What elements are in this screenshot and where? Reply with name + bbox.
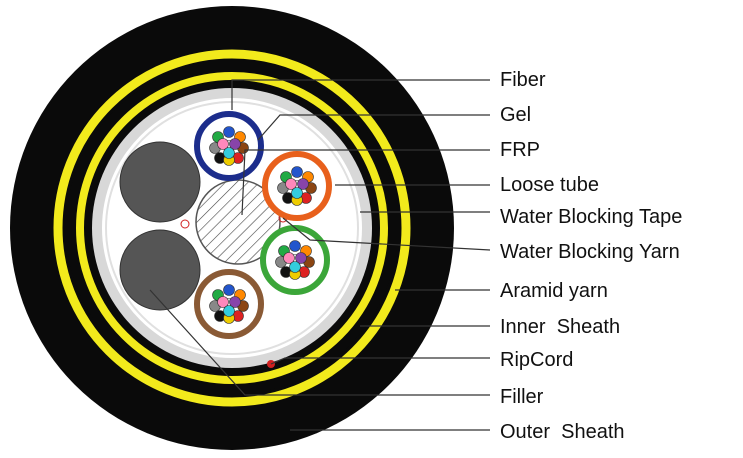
fiber: [297, 178, 309, 190]
leader-gel: [257, 114, 490, 141]
label-inner-sheath: Inner Sheath: [500, 316, 621, 338]
label-ripcord: RipCord: [500, 349, 574, 371]
fiber: [289, 261, 301, 273]
fiber: [223, 284, 235, 296]
fiber: [229, 296, 241, 308]
water-blocking-yarn-1: [180, 219, 190, 229]
fiber: [217, 296, 229, 308]
fiber: [291, 166, 303, 178]
fiber: [229, 138, 241, 150]
leader-ripcord: [270, 357, 490, 365]
label-filler: Filler: [500, 386, 544, 408]
aramid-yarn-ring: [53, 49, 411, 407]
label-fiber: Fiber: [500, 69, 546, 91]
fiber: [223, 147, 235, 159]
leader-yarn: [282, 217, 491, 251]
fiber: [283, 252, 295, 264]
fiber: [295, 252, 307, 264]
fiber: [285, 178, 297, 190]
fiber: [217, 138, 229, 150]
label-water-blocking-yarn: Water Blocking Yarn: [500, 241, 680, 263]
label-aramid-yarn: Aramid yarn: [500, 280, 608, 302]
fiber: [223, 305, 235, 317]
filler-bottom: [119, 229, 201, 311]
label-water-blocking-tape: Water Blocking Tape: [500, 206, 683, 228]
filler-top: [119, 141, 201, 223]
label-loose-tube: Loose tube: [500, 174, 599, 196]
label-gel: Gel: [500, 104, 532, 126]
leader-filler: [149, 289, 490, 396]
fiber: [289, 240, 301, 252]
leader-fiber: [231, 79, 490, 110]
frp-strength-member: [195, 179, 281, 265]
fiber: [223, 126, 235, 138]
label-outer-sheath: Outer Sheath: [500, 421, 625, 443]
label-frp: FRP: [500, 139, 540, 161]
leader-lines: [149, 79, 491, 431]
leader-frp: [241, 149, 490, 216]
fiber: [291, 187, 303, 199]
